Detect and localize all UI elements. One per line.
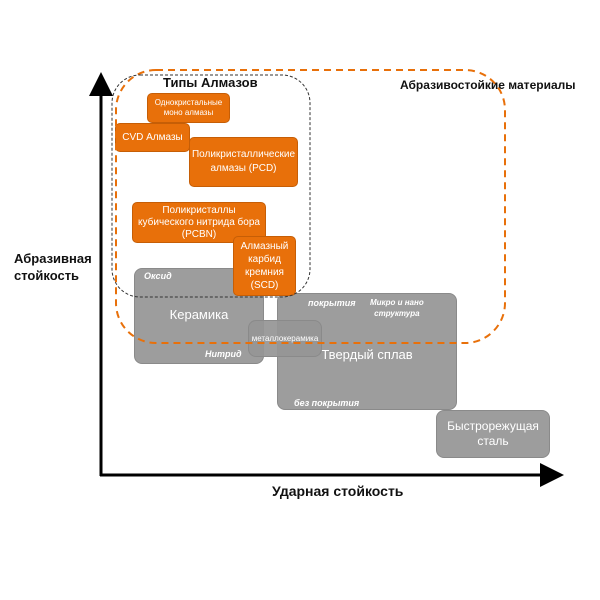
x-axis-label: Ударная стойкость	[272, 483, 404, 499]
scd-line: Алмазный	[240, 241, 289, 252]
hss-line: сталь	[477, 434, 509, 448]
mono-line: Однокристальные	[154, 98, 223, 107]
scd-box: Алмазный карбид кремния (SCD)	[233, 236, 296, 296]
mono-diamond-box: Однокристальные моно алмазы	[147, 93, 230, 123]
cermet-label: металлокерамика	[251, 334, 319, 343]
y-axis-label-line: стойкость	[14, 268, 80, 283]
mono-line: моно алмазы	[163, 108, 214, 117]
uncoated-label: без покрытия	[294, 398, 360, 408]
oxide-label: Оксид	[144, 271, 172, 281]
cvd-diamond-box: CVD Алмазы	[115, 123, 190, 152]
micro-nano-label: Микро и нано структура	[370, 297, 424, 319]
scd-line: (SCD)	[250, 280, 279, 291]
abrasive-materials-title: Абразивостойкие материалы	[400, 78, 576, 92]
pcbn-line: кубического нитрида бора	[138, 216, 260, 228]
pcbn-line: (PCBN)	[181, 228, 217, 240]
ceramics-label: Керамика	[169, 306, 229, 322]
cvd-label: CVD Алмазы	[122, 131, 183, 143]
y-axis-label: Абразивная стойкость	[14, 250, 92, 284]
pcd-line: алмазы (PCD)	[210, 163, 277, 174]
micro-nano-line: Микро и нано	[370, 298, 424, 307]
pcd-line: Поликристаллические	[191, 149, 296, 160]
diamond-types-title: Типы Алмазов	[163, 75, 258, 90]
scd-line: карбид	[248, 254, 281, 265]
cermet-box: металлокерамика	[248, 320, 322, 357]
pcbn-line: Поликристаллы	[162, 204, 236, 216]
nitride-label: Нитрид	[205, 349, 242, 359]
y-axis-label-line: Абразивная	[14, 251, 92, 266]
carbide-label: Твердый сплав	[321, 346, 413, 362]
micro-nano-line: структура	[374, 309, 420, 318]
hss-line: Быстрорежущая	[447, 419, 539, 433]
pcd-box: Поликристаллические алмазы (PCD)	[189, 137, 298, 187]
scd-line: кремния	[245, 267, 284, 278]
hss-box: Быстрорежущая сталь	[436, 410, 550, 458]
coated-label: покрытия	[308, 298, 356, 308]
